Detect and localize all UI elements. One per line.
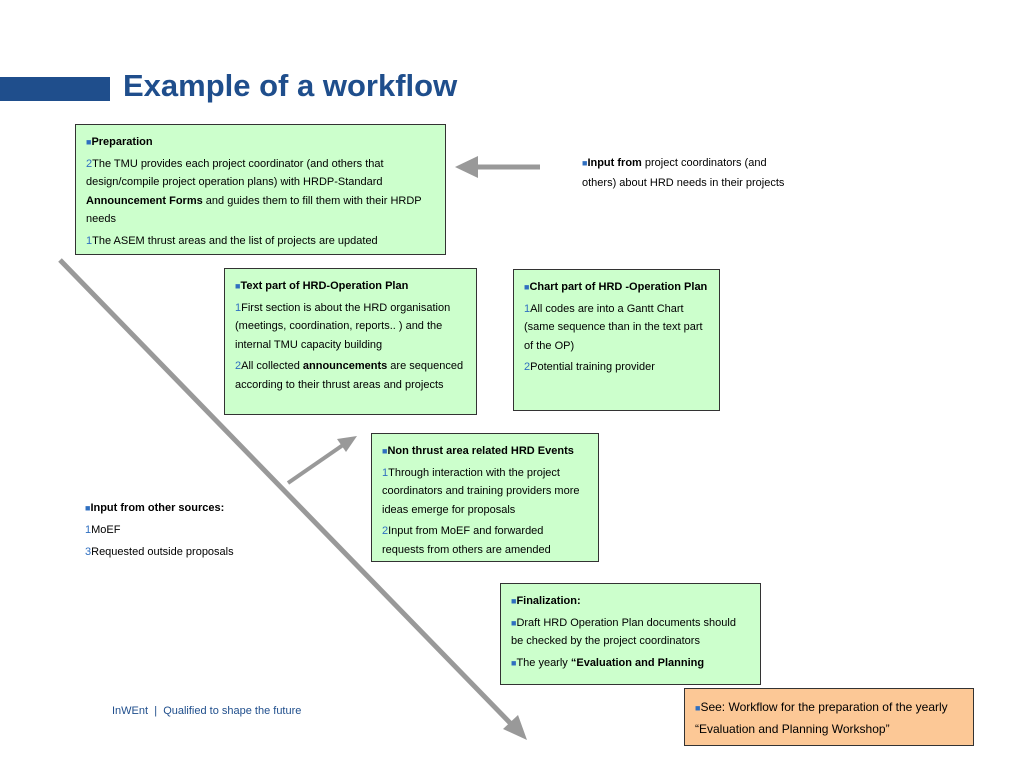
preparation-heading: Preparation	[91, 136, 153, 148]
finalization-heading: Finalization:	[516, 595, 581, 607]
item-bold-text: Announcement Forms	[86, 194, 203, 207]
bullet-icon: ■	[235, 281, 241, 291]
footer-brand: InWEnt	[112, 705, 149, 717]
input-text: project coordinators (and others) about …	[582, 157, 785, 189]
input-other-heading: Input from other sources:	[90, 502, 225, 514]
side-arrowhead	[337, 436, 357, 452]
item-text: Requested outside proposals	[91, 546, 234, 558]
see-workflow-text: See: Workflow for the preparation of the…	[695, 700, 948, 736]
preparation-box: ■Preparation 2The TMU provides each proj…	[75, 124, 446, 255]
input-label: Input from	[587, 157, 642, 169]
title-accent-bar	[0, 77, 110, 101]
item-bold-text: announcements	[302, 360, 388, 372]
item-number: 2	[86, 157, 93, 170]
item-text: Draft HRD Operation Plan documents shoul…	[511, 616, 736, 648]
item-number: 1	[86, 234, 93, 247]
item-number: 2	[382, 525, 389, 537]
page-title: Example of a workflow	[123, 68, 458, 103]
bullet-icon: ■	[695, 703, 701, 713]
input-other-sources-note: ■Input from other sources: 1MoEF 3Reques…	[85, 498, 285, 564]
item-text: All codes are into a Gantt Chart (same s…	[524, 302, 703, 352]
footer-tagline: Qualified to shape the future	[163, 705, 302, 717]
item-text: The yearly	[516, 656, 571, 669]
bullet-icon: ■	[524, 282, 530, 292]
item-number: 2	[524, 361, 531, 373]
main-diagonal-arrowhead	[503, 715, 527, 740]
item-number: 1	[382, 466, 389, 479]
input-arrowhead	[455, 156, 478, 178]
input-coordinators-note: ■Input from project coordinators (and ot…	[582, 153, 802, 195]
bullet-icon: ■	[86, 137, 92, 147]
item-text: The ASEM thrust areas and the list of pr…	[92, 234, 378, 247]
item-number: 1	[524, 302, 531, 315]
non-thrust-box: ■Non thrust area related HRD Events 1Thr…	[371, 433, 599, 562]
item-text: First section is about the HRD organisat…	[235, 301, 451, 351]
item-number: 3	[85, 546, 92, 558]
item-text: are sequenced according to their thrust …	[235, 360, 464, 391]
non-thrust-heading: Non thrust area related HRD Events	[387, 445, 574, 457]
item-text: MoEF	[91, 524, 121, 536]
side-arrow	[286, 443, 345, 485]
bullet-icon: ■	[511, 617, 517, 628]
item-text: Input from MoEF and forwarded requests f…	[382, 525, 551, 556]
item-text: All collected	[241, 360, 303, 372]
footer-separator: |	[154, 705, 158, 717]
text-part-box: ■Text part of HRD-Operation Plan 1First …	[224, 268, 477, 415]
chart-part-heading: Chart part of HRD -Operation Plan	[529, 281, 708, 293]
item-text: The TMU provides each project coordinato…	[86, 157, 384, 189]
footer: InWEnt | Qualified to shape the future	[112, 705, 301, 717]
item-number: 1	[85, 524, 92, 536]
bullet-icon: ■	[511, 657, 517, 668]
item-text: and guides them to fill them with their …	[86, 194, 422, 226]
main-diagonal-arrow	[58, 258, 517, 730]
bullet-icon: ■	[511, 596, 517, 606]
bullet-icon: ■	[382, 446, 388, 456]
finalization-box: ■Finalization: ■Draft HRD Operation Plan…	[500, 583, 761, 685]
item-number: 2	[235, 360, 242, 372]
item-text: Through interaction with the project coo…	[382, 466, 580, 516]
see-workflow-box: ■See: Workflow for the preparation of th…	[684, 688, 974, 746]
text-part-heading: Text part of HRD-Operation Plan	[240, 280, 409, 292]
item-text: Potential training provider	[530, 361, 655, 373]
bullet-icon: ■	[85, 503, 91, 513]
item-bold-text: “Evaluation and Planning	[570, 656, 705, 669]
item-number: 1	[235, 301, 242, 314]
bullet-icon: ■	[582, 158, 588, 168]
chart-part-box: ■Chart part of HRD -Operation Plan 1All …	[513, 269, 720, 411]
